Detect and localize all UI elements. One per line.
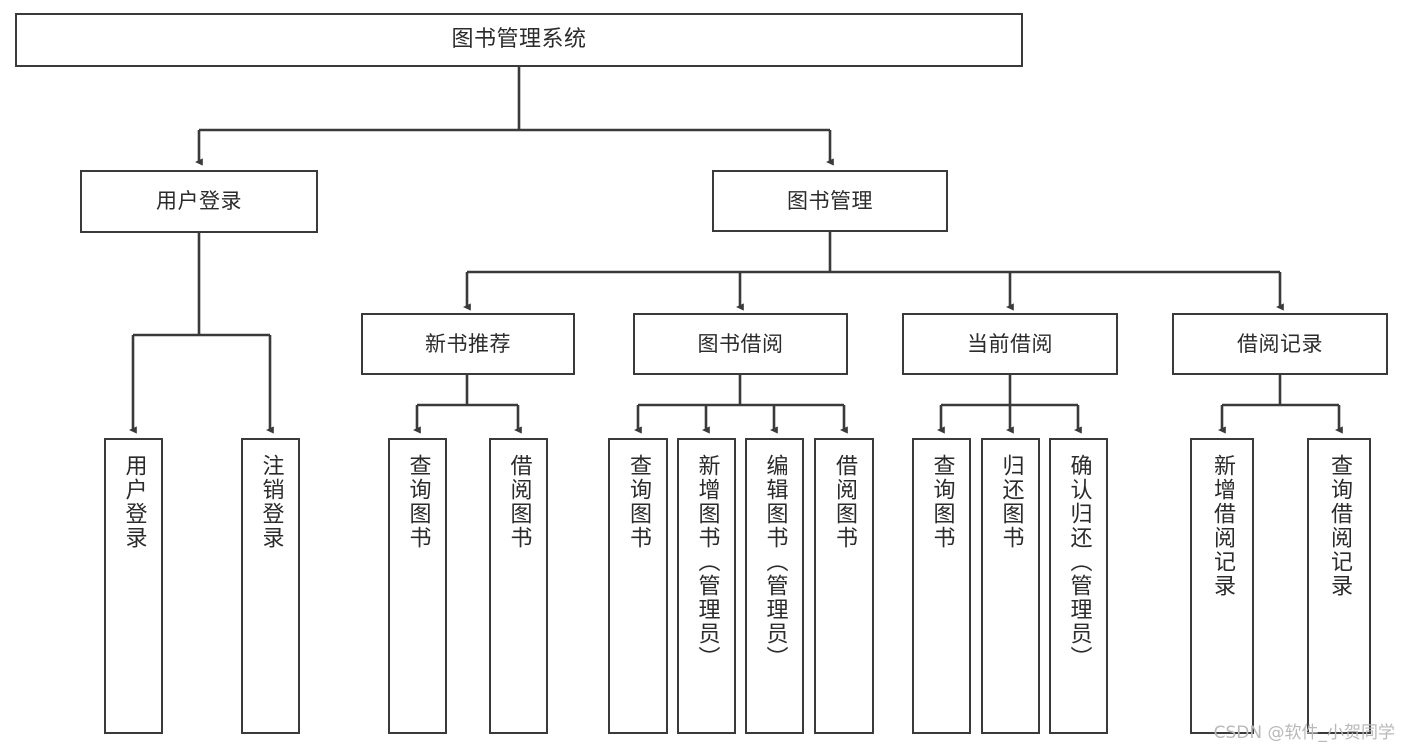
- leaf-user-login-logout[interactable]: 注销登录: [241, 438, 300, 734]
- node-label: 注销登录: [258, 454, 284, 550]
- leaf-current-confirm-return[interactable]: 确认归还（管理员）: [1049, 438, 1108, 734]
- node-book-borrow[interactable]: 图书借阅: [633, 313, 848, 375]
- leaf-new-book-query[interactable]: 查询图书: [388, 438, 447, 734]
- node-label: 查询图书: [405, 454, 431, 550]
- node-label: 查询借阅记录: [1326, 454, 1352, 598]
- node-label: 图书借阅: [697, 331, 784, 356]
- node-label: 新增借阅记录: [1209, 454, 1235, 598]
- node-label: 借阅图书: [506, 454, 532, 550]
- leaf-borrow-edit-book[interactable]: 编辑图书（管理员）: [745, 438, 804, 734]
- node-root-system[interactable]: 图书管理系统: [15, 13, 1023, 67]
- node-user-login[interactable]: 用户登录: [80, 170, 318, 233]
- node-label: 图书管理系统: [451, 27, 587, 52]
- leaf-current-query-book[interactable]: 查询图书: [912, 438, 971, 734]
- node-label: 用户登录: [156, 189, 242, 213]
- leaf-current-return-book[interactable]: 归还图书: [981, 438, 1040, 734]
- leaf-record-add[interactable]: 新增借阅记录: [1190, 438, 1254, 734]
- node-new-book-recommend[interactable]: 新书推荐: [361, 313, 575, 375]
- node-label: 当前借阅: [967, 331, 1053, 356]
- leaf-user-login-login[interactable]: 用户登录: [104, 438, 163, 734]
- node-book-management[interactable]: 图书管理: [712, 170, 948, 232]
- node-label: 借阅记录: [1237, 331, 1323, 356]
- node-label: 图书管理: [787, 188, 873, 213]
- leaf-new-book-borrow[interactable]: 借阅图书: [489, 438, 548, 734]
- node-label: 编辑图书（管理员）: [762, 454, 788, 670]
- node-borrow-record[interactable]: 借阅记录: [1172, 313, 1388, 375]
- node-label: 确认归还（管理员）: [1066, 454, 1092, 670]
- leaf-borrow-borrow-book[interactable]: 借阅图书: [814, 438, 874, 734]
- csdn-watermark: CSDN @软件_小贺同学: [1213, 723, 1395, 743]
- leaf-borrow-query-book[interactable]: 查询图书: [608, 438, 668, 734]
- node-label: 借阅图书: [831, 454, 857, 550]
- node-label: 新书推荐: [425, 331, 511, 356]
- node-label: 新增图书（管理员）: [694, 454, 720, 670]
- node-label: 用户登录: [121, 454, 147, 550]
- node-label: 查询图书: [929, 454, 955, 550]
- leaf-record-query[interactable]: 查询借阅记录: [1307, 438, 1371, 734]
- node-current-borrow[interactable]: 当前借阅: [902, 313, 1118, 375]
- node-label: 归还图书: [998, 454, 1024, 550]
- node-label: 查询图书: [625, 454, 651, 550]
- leaf-borrow-add-book[interactable]: 新增图书（管理员）: [677, 438, 736, 734]
